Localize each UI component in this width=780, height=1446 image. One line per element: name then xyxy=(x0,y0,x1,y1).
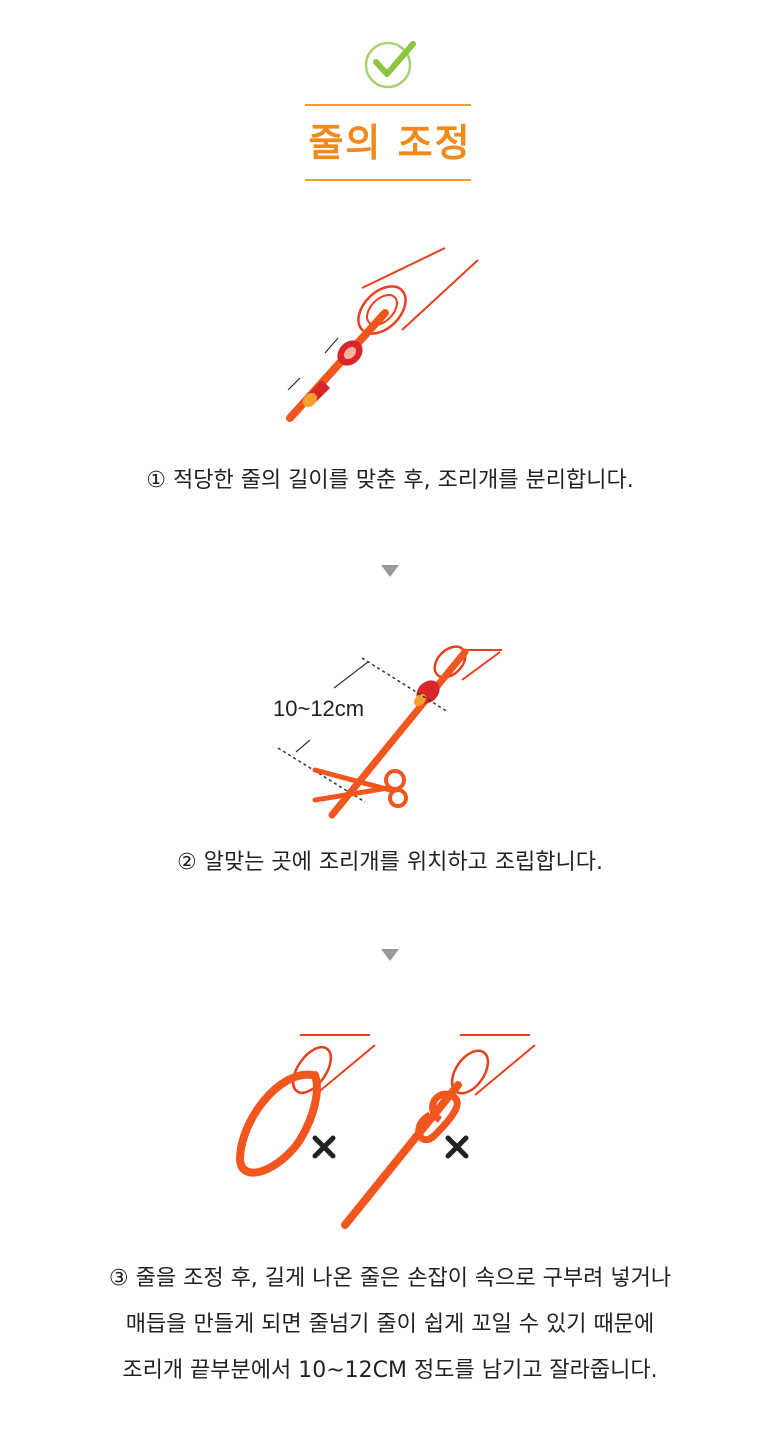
separation-arrow xyxy=(287,337,339,391)
check-circle-icon xyxy=(364,41,416,89)
step3-caption: ③ 줄을 조정 후, 길게 나온 줄은 손잡이 속으로 구부려 넣거나 매듭을 … xyxy=(0,1262,780,1388)
rope xyxy=(341,1081,462,1229)
x-mark-icon xyxy=(445,1135,469,1159)
step2-caption: ② 알맞는 곳에 조리개를 위치하고 조립합니다. xyxy=(176,850,603,875)
step2-illustration xyxy=(277,645,502,819)
step1-caption: ① 적당한 줄의 길이를 맞춘 후, 조리개를 분리합니다. xyxy=(146,468,634,493)
step1-illustration xyxy=(286,247,479,422)
rope-loop xyxy=(235,1070,321,1177)
stopper-top xyxy=(337,340,363,366)
triangle-down-icon xyxy=(381,565,399,577)
dimension-label: 10~12cm xyxy=(273,696,365,721)
triangle-down-icon xyxy=(381,949,399,961)
step3-knot-illustration xyxy=(341,1034,536,1229)
title-rule-bottom xyxy=(305,179,471,181)
x-mark-icon xyxy=(312,1135,336,1159)
title-rule-top xyxy=(305,104,471,106)
scissors-icon xyxy=(312,767,408,808)
page-title: 줄의 조정 xyxy=(308,121,472,165)
rope-knot xyxy=(415,1090,461,1144)
stopper-bottom xyxy=(302,380,330,408)
rope xyxy=(328,648,469,819)
step3-caption-line: 매듭을 만들게 되면 줄넘기 줄이 쉽게 꼬일 수 있기 때문에 xyxy=(125,1312,655,1337)
step3-loop-illustration xyxy=(235,1034,376,1177)
step3-caption-line: 조리개 끝부분에서 10~12CM 정도를 남기고 잘라줍니다. xyxy=(122,1358,658,1383)
handle-tube xyxy=(357,247,479,335)
step3-caption-line: ③ 줄을 조정 후, 길게 나온 줄은 손잡이 속으로 구부려 넣거나 xyxy=(108,1266,672,1291)
handle-tube xyxy=(433,645,502,681)
dimension-leader xyxy=(295,661,369,753)
